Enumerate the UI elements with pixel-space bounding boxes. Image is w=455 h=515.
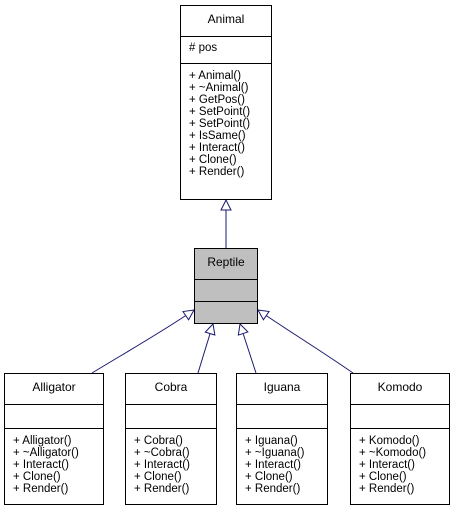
operation: + SetPoint() (189, 118, 251, 130)
class-animal-attributes: # pos (181, 36, 271, 63)
operation: + Interact() (245, 459, 301, 471)
edge-iguana-to-reptile (240, 324, 257, 374)
operation: + Clone() (134, 471, 182, 483)
operation: + Clone() (359, 471, 407, 483)
class-reptile: Reptile (194, 248, 258, 324)
operation: + ~Cobra() (134, 447, 190, 459)
class-animal: Animal # pos + Animal() + ~Animal() + Ge… (180, 5, 272, 200)
operation: + ~Alligator() (13, 447, 79, 459)
operation: + Clone() (245, 471, 293, 483)
class-reptile-title: Reptile (207, 255, 245, 269)
class-komodo-attributes (351, 404, 449, 428)
class-cobra: Cobra + Cobra() + ~Cobra() + Interact() … (125, 373, 217, 505)
operation: + Clone() (189, 154, 237, 166)
edge-alligator-to-reptile (91, 310, 194, 374)
operation: + Render() (359, 483, 415, 495)
class-animal-operations: + Animal() + ~Animal() + GetPos() + SetP… (181, 63, 271, 178)
operation: + Interact() (359, 459, 415, 471)
operation: + Interact() (189, 142, 245, 154)
class-komodo-title: Komodo (377, 380, 423, 394)
class-animal-title: Animal (207, 12, 245, 26)
class-iguana: Iguana + Iguana() + ~Iguana() + Interact… (236, 373, 328, 505)
class-komodo-operations: + Komodo() + ~Komodo() + Interact() + Cl… (351, 428, 449, 495)
operation: + Cobra() (134, 435, 183, 447)
operation: + SetPoint() (189, 106, 251, 118)
operation: + Interact() (134, 459, 190, 471)
class-komodo: Komodo + Komodo() + ~Komodo() + Interact… (350, 373, 450, 505)
operation: + Interact() (13, 459, 69, 471)
operation: + GetPos() (189, 94, 245, 106)
class-reptile-attributes (195, 279, 257, 301)
edge-komodo-to-reptile (258, 310, 354, 374)
operation: + Render() (134, 483, 190, 495)
operation: + Render() (189, 166, 245, 178)
class-cobra-title: Cobra (154, 380, 188, 394)
class-iguana-operations: + Iguana() + ~Iguana() + Interact() + Cl… (237, 428, 327, 495)
operation: + Iguana() (245, 435, 298, 447)
operation: + Render() (245, 483, 301, 495)
operation: + Clone() (13, 471, 61, 483)
class-iguana-title: Iguana (263, 380, 301, 394)
class-cobra-operations: + Cobra() + ~Cobra() + Interact() + Clon… (126, 428, 216, 495)
operation: + Alligator() (13, 435, 72, 447)
operation: + ~Komodo() (359, 447, 427, 459)
operation: + Animal() (189, 70, 242, 82)
operation: + ~Animal() (189, 82, 249, 94)
class-alligator-title: Alligator (32, 380, 76, 394)
class-alligator: Alligator + Alligator() + ~Alligator() +… (4, 373, 104, 505)
operation: + ~Iguana() (245, 447, 305, 459)
class-iguana-attributes (237, 404, 327, 428)
operation: + IsSame() (189, 130, 246, 142)
class-alligator-operations: + Alligator() + ~Alligator() + Interact(… (5, 428, 103, 495)
class-cobra-attributes (126, 404, 216, 428)
operation: + Komodo() (359, 435, 420, 447)
operation: + Render() (13, 483, 69, 495)
class-reptile-operations (195, 301, 257, 323)
edge-cobra-to-reptile (197, 324, 213, 374)
attribute: # pos (189, 42, 218, 54)
class-alligator-attributes (5, 404, 103, 428)
